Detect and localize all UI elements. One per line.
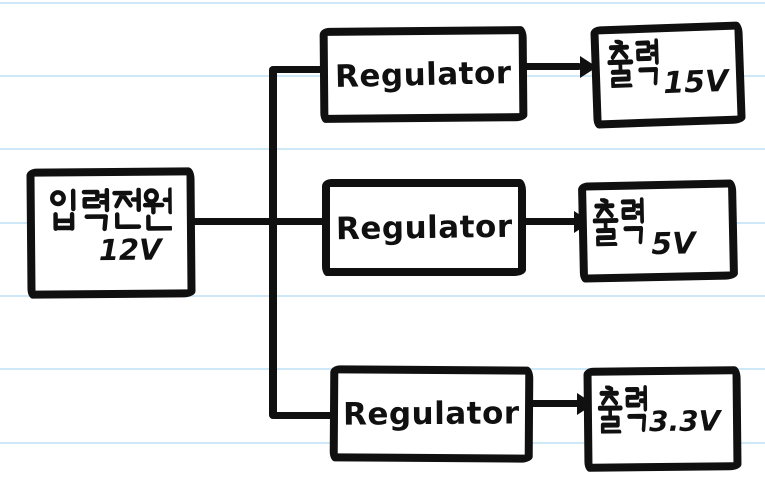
ruled-line bbox=[0, 148, 765, 150]
output-block-3-3v: 3.3V bbox=[583, 366, 742, 472]
regulator-block-bottom: Regulator bbox=[329, 365, 534, 463]
regulator-block-top: Regulator bbox=[319, 26, 528, 123]
output-value-15v: 15V bbox=[662, 63, 729, 102]
input-power-hangul-label bbox=[50, 187, 172, 232]
output-value-5v: 5V bbox=[650, 226, 696, 263]
output-hangul-label-bottom bbox=[598, 385, 648, 434]
output-hangul-label-middle bbox=[592, 197, 645, 246]
connector-branch-bottom bbox=[271, 412, 334, 419]
regulator-label-top: Regulator bbox=[334, 54, 513, 95]
output-block-15v: 15V bbox=[590, 21, 746, 129]
arrow-line-top bbox=[522, 63, 582, 70]
regulator-label-middle: Regulator bbox=[335, 208, 513, 247]
output-value-3-3v: 3.3V bbox=[648, 404, 721, 439]
ruled-line bbox=[0, 295, 765, 297]
connector-trunk-vertical bbox=[269, 66, 277, 419]
regulator-block-middle: Regulator bbox=[322, 179, 526, 276]
input-power-block: 12V bbox=[26, 167, 196, 299]
output-hangul-label-top bbox=[607, 38, 661, 88]
arrow-line-middle bbox=[521, 218, 577, 225]
arrow-line-bottom bbox=[528, 400, 580, 407]
connector-branch-top bbox=[271, 66, 324, 73]
output-block-5v: 5V bbox=[577, 179, 739, 283]
regulator-label-bottom: Regulator bbox=[343, 395, 520, 433]
input-power-value: 12V bbox=[98, 232, 162, 268]
connector-input-to-middle-regulator bbox=[188, 218, 326, 225]
ruled-line bbox=[0, 2, 765, 4]
